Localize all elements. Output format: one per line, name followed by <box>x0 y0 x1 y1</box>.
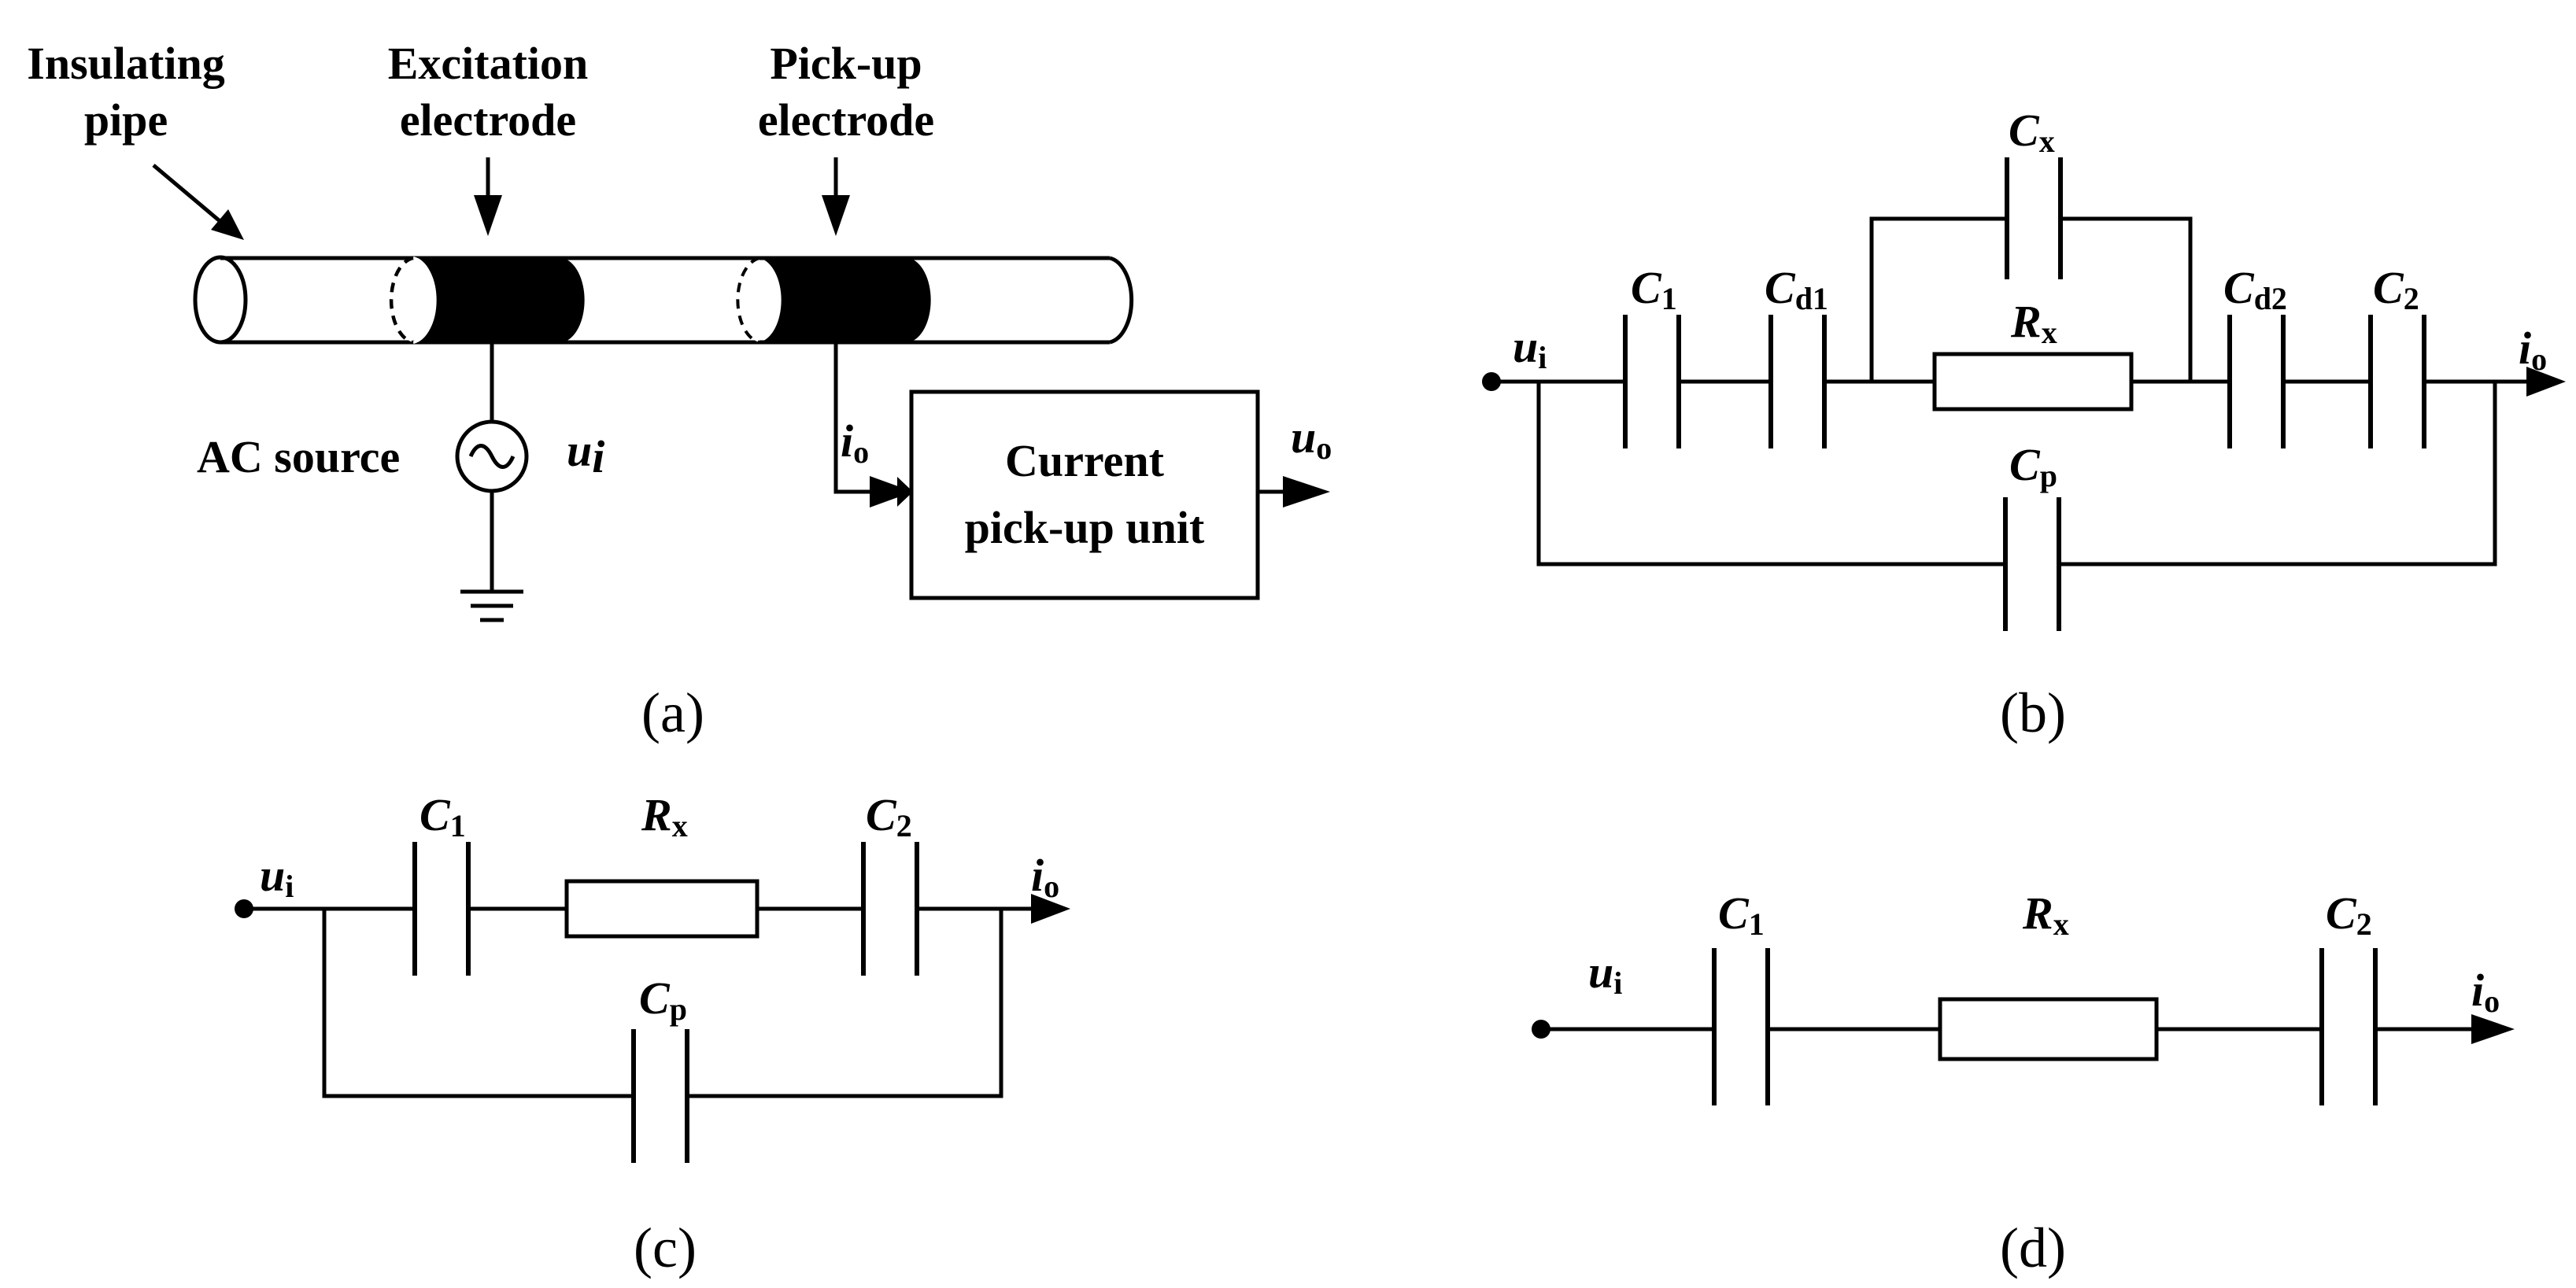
current-pickup-unit-box <box>909 389 1260 600</box>
capacitor-c2-d <box>2319 948 2378 1105</box>
io-label-c: io <box>1031 850 1059 904</box>
capacitor-cd1 <box>1768 315 1827 448</box>
caption-a: (a) <box>641 681 704 744</box>
caption-b: (b) <box>2000 681 2066 744</box>
panel-c: ui io C1 Rx C2 Cp (c) <box>235 789 1070 1279</box>
io-arrow-c <box>1031 894 1070 924</box>
ac-source-label: AC source <box>197 431 400 482</box>
c1-label-b: C1 <box>1631 262 1677 316</box>
insulating-pipe <box>193 255 1134 345</box>
pickup-electrode-label-2: electrode <box>758 94 934 146</box>
ui-label-a: ui <box>567 425 604 482</box>
cx-label: Cx <box>2009 105 2055 159</box>
c1-label-d: C1 <box>1718 888 1765 942</box>
ui-label-c: ui <box>260 850 294 904</box>
pickup-pointer-arrow <box>822 157 850 236</box>
excitation-electrode <box>389 256 585 345</box>
ui-label-b: ui <box>1513 321 1547 375</box>
pickup-electrode <box>736 256 931 344</box>
capacitor-c1-b <box>1623 315 1681 448</box>
resistor-rx-c <box>564 879 759 939</box>
c2-label-b: C2 <box>2373 262 2419 316</box>
io-label-b: io <box>2519 323 2547 377</box>
excitation-pointer-arrow <box>474 157 502 236</box>
excitation-electrode-label-1: Excitation <box>388 38 589 89</box>
io-arrow-d <box>2471 1014 2515 1044</box>
uo-arrow <box>1283 476 1330 507</box>
insulating-pipe-label-2: pipe <box>84 94 168 146</box>
capacitor-c2-c <box>861 842 919 976</box>
capacitor-c1-c <box>412 842 471 976</box>
ui-label-d: ui <box>1588 947 1622 1001</box>
ground-icon <box>460 589 523 622</box>
sine-wave-icon <box>468 444 516 469</box>
cd1-label: Cd1 <box>1765 262 1828 316</box>
capacitor-c1-d <box>1712 948 1770 1105</box>
cd2-label: Cd2 <box>2223 262 2287 316</box>
c1-label-c: C1 <box>419 789 466 843</box>
capacitor-c2-b <box>2368 315 2426 448</box>
pipe-pointer-arrow <box>152 164 244 240</box>
panel-b: ui io C1 Cd1 Cx Rx <box>1482 105 2566 744</box>
resistor-rx-d <box>1938 997 2159 1061</box>
capacitor-cp-c <box>631 1029 689 1163</box>
rx-label-c: Rx <box>641 789 688 843</box>
pickup-electrode-label-1: Pick-up <box>770 38 922 89</box>
resistor-rx-b <box>1932 352 2134 411</box>
current-pickup-unit-label-1: Current <box>1005 435 1165 486</box>
cp-label-b: Cp <box>2009 439 2057 493</box>
caption-d: (d) <box>2000 1216 2066 1279</box>
panel-d: ui io C1 Rx C2 (d) <box>1532 888 2515 1279</box>
capacitor-cp-b <box>2003 497 2061 631</box>
cp-label-c: Cp <box>639 972 687 1027</box>
rx-label-d: Rx <box>2022 888 2069 942</box>
rx-label-b: Rx <box>2010 296 2057 350</box>
insulating-pipe-label-1: Insulating <box>27 38 224 89</box>
current-pickup-unit-label-2: pick-up unit <box>965 502 1205 553</box>
caption-c: (c) <box>634 1216 697 1279</box>
excitation-electrode-label-2: electrode <box>400 94 576 146</box>
uo-label: uo <box>1291 411 1332 466</box>
io-arrow-b <box>2526 367 2566 397</box>
capacitor-cx <box>2005 157 2063 279</box>
capacitor-cd2 <box>2227 315 2286 448</box>
io-label-d: io <box>2471 965 2500 1019</box>
c2-label-c: C2 <box>866 789 912 843</box>
io-label-a: io <box>841 415 869 470</box>
c2-label-d: C2 <box>2326 888 2372 942</box>
panel-a: Insulating pipe Excitation electrode Pic… <box>27 38 1332 744</box>
